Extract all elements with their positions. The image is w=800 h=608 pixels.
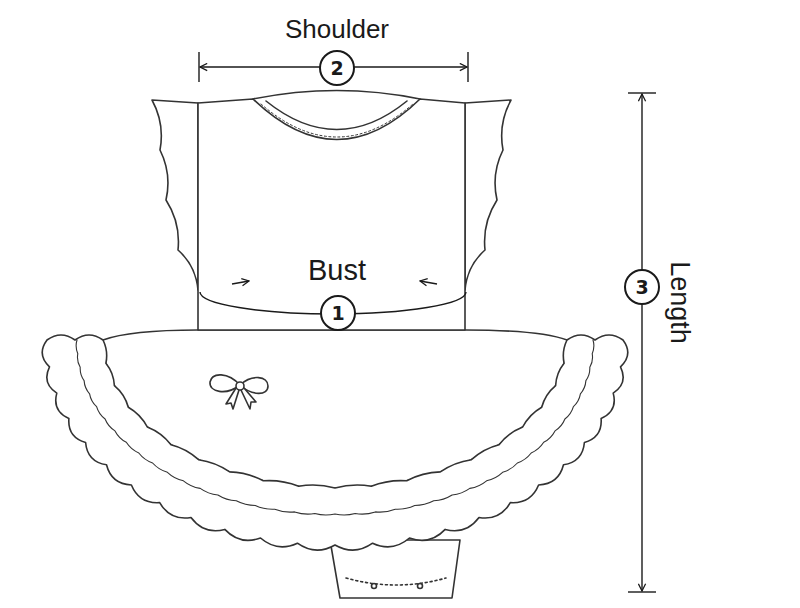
dimension-tick (198, 52, 199, 82)
snap (418, 584, 423, 589)
bust-arrow (420, 281, 437, 284)
measure-label: Shoulder (285, 16, 389, 42)
callout-circle: 3 (624, 269, 660, 305)
dimension-tick (628, 92, 656, 93)
measure-label: Length (666, 261, 693, 344)
flutter-sleeve (152, 100, 198, 290)
bow (210, 375, 268, 409)
length-dimension (641, 94, 642, 591)
collar-inner (266, 101, 407, 130)
flutter-sleeve (465, 100, 511, 290)
collar-stitch (261, 104, 413, 137)
callout-circle: 2 (319, 50, 355, 86)
tutu-ruffle (42, 335, 628, 550)
callout-number: 3 (635, 278, 648, 297)
ruffle-stitch (76, 340, 594, 515)
gather-lines (217, 333, 446, 334)
dimension-tick (467, 52, 468, 82)
bodice (198, 99, 465, 330)
dimension-lines (199, 52, 656, 592)
dimension-tick (628, 591, 656, 592)
callout-number: 1 (331, 304, 344, 323)
snap (372, 584, 377, 589)
snap-stitch (346, 578, 446, 585)
callout-number: 2 (330, 59, 343, 78)
measure-label: Bust (308, 256, 366, 285)
back-neck (253, 91, 420, 100)
bust-arrow (232, 281, 249, 284)
callout-circle: 1 (320, 295, 356, 331)
